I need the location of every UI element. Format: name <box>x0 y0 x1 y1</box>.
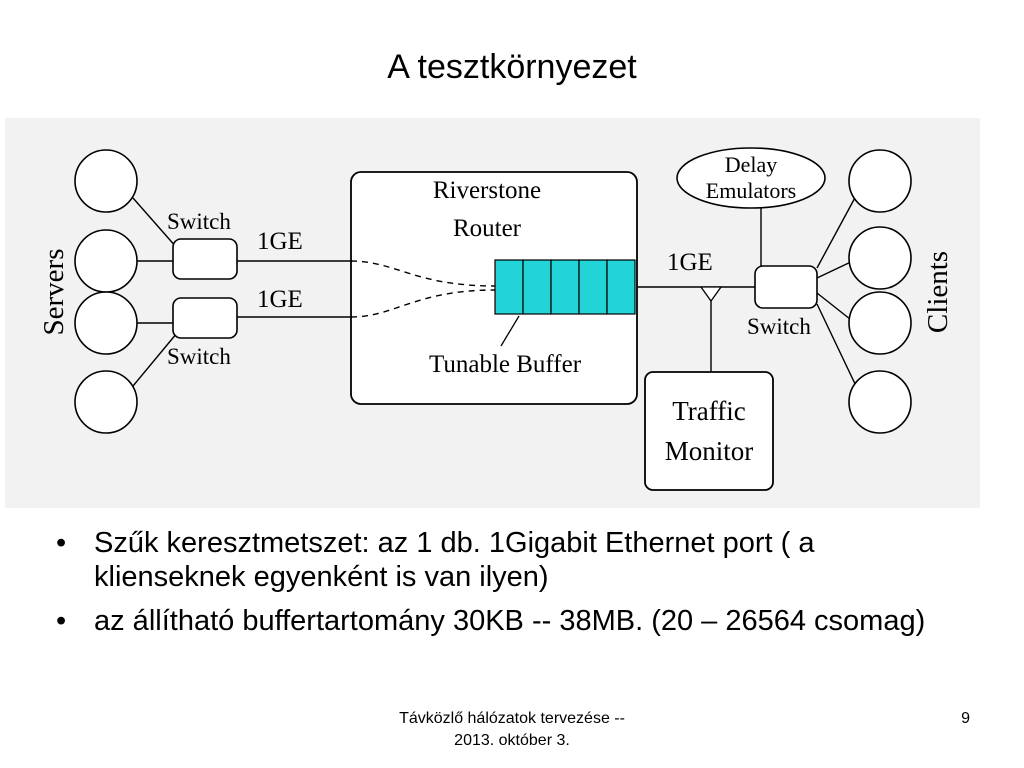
footer: Távközlő hálózatok tervezése -- 2013. ok… <box>340 708 684 752</box>
client-node-1 <box>848 149 912 213</box>
bullet-item: az állítható buffertartomány 30KB -- 38M… <box>52 604 972 638</box>
network-diagram: Switch Switch 1GE 1GE Riverstone Router … <box>5 118 980 508</box>
server-node-1 <box>74 149 138 213</box>
buffer-cell-4 <box>578 259 608 315</box>
link-right-label: 1GE <box>667 249 713 276</box>
switch-bottom-label: Switch <box>167 344 231 369</box>
server-link-1 <box>132 197 178 249</box>
server-nodes <box>74 149 138 434</box>
router-label-line1: Riverstone <box>433 177 541 204</box>
switch-top <box>172 238 238 280</box>
buffer-cell-1 <box>494 259 524 315</box>
switch-bottom <box>172 297 238 339</box>
slide-number: 9 <box>961 710 970 727</box>
slide-title: A tesztkörnyezet <box>387 48 637 86</box>
switch-right <box>754 265 818 309</box>
client-nodes <box>848 149 912 434</box>
server-node-4 <box>74 370 138 434</box>
bullet-list: Szűk keresztmetszet: az 1 db. 1Gigabit E… <box>52 526 972 648</box>
client-link-1 <box>816 193 858 269</box>
traffic-monitor-line1: Traffic <box>672 396 746 426</box>
client-link-4 <box>816 303 858 389</box>
link-bottom-label: 1GE <box>257 286 303 313</box>
buffer-label: Tunable Buffer <box>429 351 582 378</box>
bullet-item: Szűk keresztmetszet: az 1 db. 1Gigabit E… <box>52 526 972 594</box>
server-link-4 <box>132 332 178 387</box>
server-node-2 <box>74 229 138 293</box>
client-links <box>816 193 858 389</box>
network-diagram-svg: Switch Switch 1GE 1GE Riverstone Router … <box>38 147 954 491</box>
switch-right-label: Switch <box>747 314 811 339</box>
server-links <box>132 197 178 387</box>
traffic-monitor-box <box>644 371 774 491</box>
footer-line-1: Távközlő hálózatok tervezése -- <box>399 710 625 727</box>
server-node-3 <box>74 291 138 355</box>
switch-top-label: Switch <box>167 209 231 234</box>
monitor-tap-icon <box>699 286 723 303</box>
buffer-pointer <box>500 315 520 347</box>
client-node-3 <box>848 291 912 355</box>
client-node-2 <box>848 226 912 290</box>
delay-emulators-line2: Emulators <box>706 178 796 203</box>
delay-emulators <box>676 147 826 209</box>
link-top-label: 1GE <box>257 228 303 255</box>
traffic-monitor-line2: Monitor <box>665 436 754 466</box>
footer-line-2: 2013. október 3. <box>454 732 570 749</box>
client-node-4 <box>848 370 912 434</box>
buffer-cell-5 <box>606 259 636 315</box>
buffer-cell-3 <box>550 259 580 315</box>
servers-label: Servers <box>38 249 70 336</box>
router-internal-path-top <box>350 260 496 287</box>
clients-label: Clients <box>922 251 954 333</box>
delay-emulators-line1: Delay <box>725 152 778 177</box>
buffer-cell-2 <box>522 259 552 315</box>
router-label-line2: Router <box>453 215 522 242</box>
router-internal-path-bottom <box>350 289 496 318</box>
tunable-buffer <box>494 259 636 315</box>
router-box <box>350 171 638 405</box>
